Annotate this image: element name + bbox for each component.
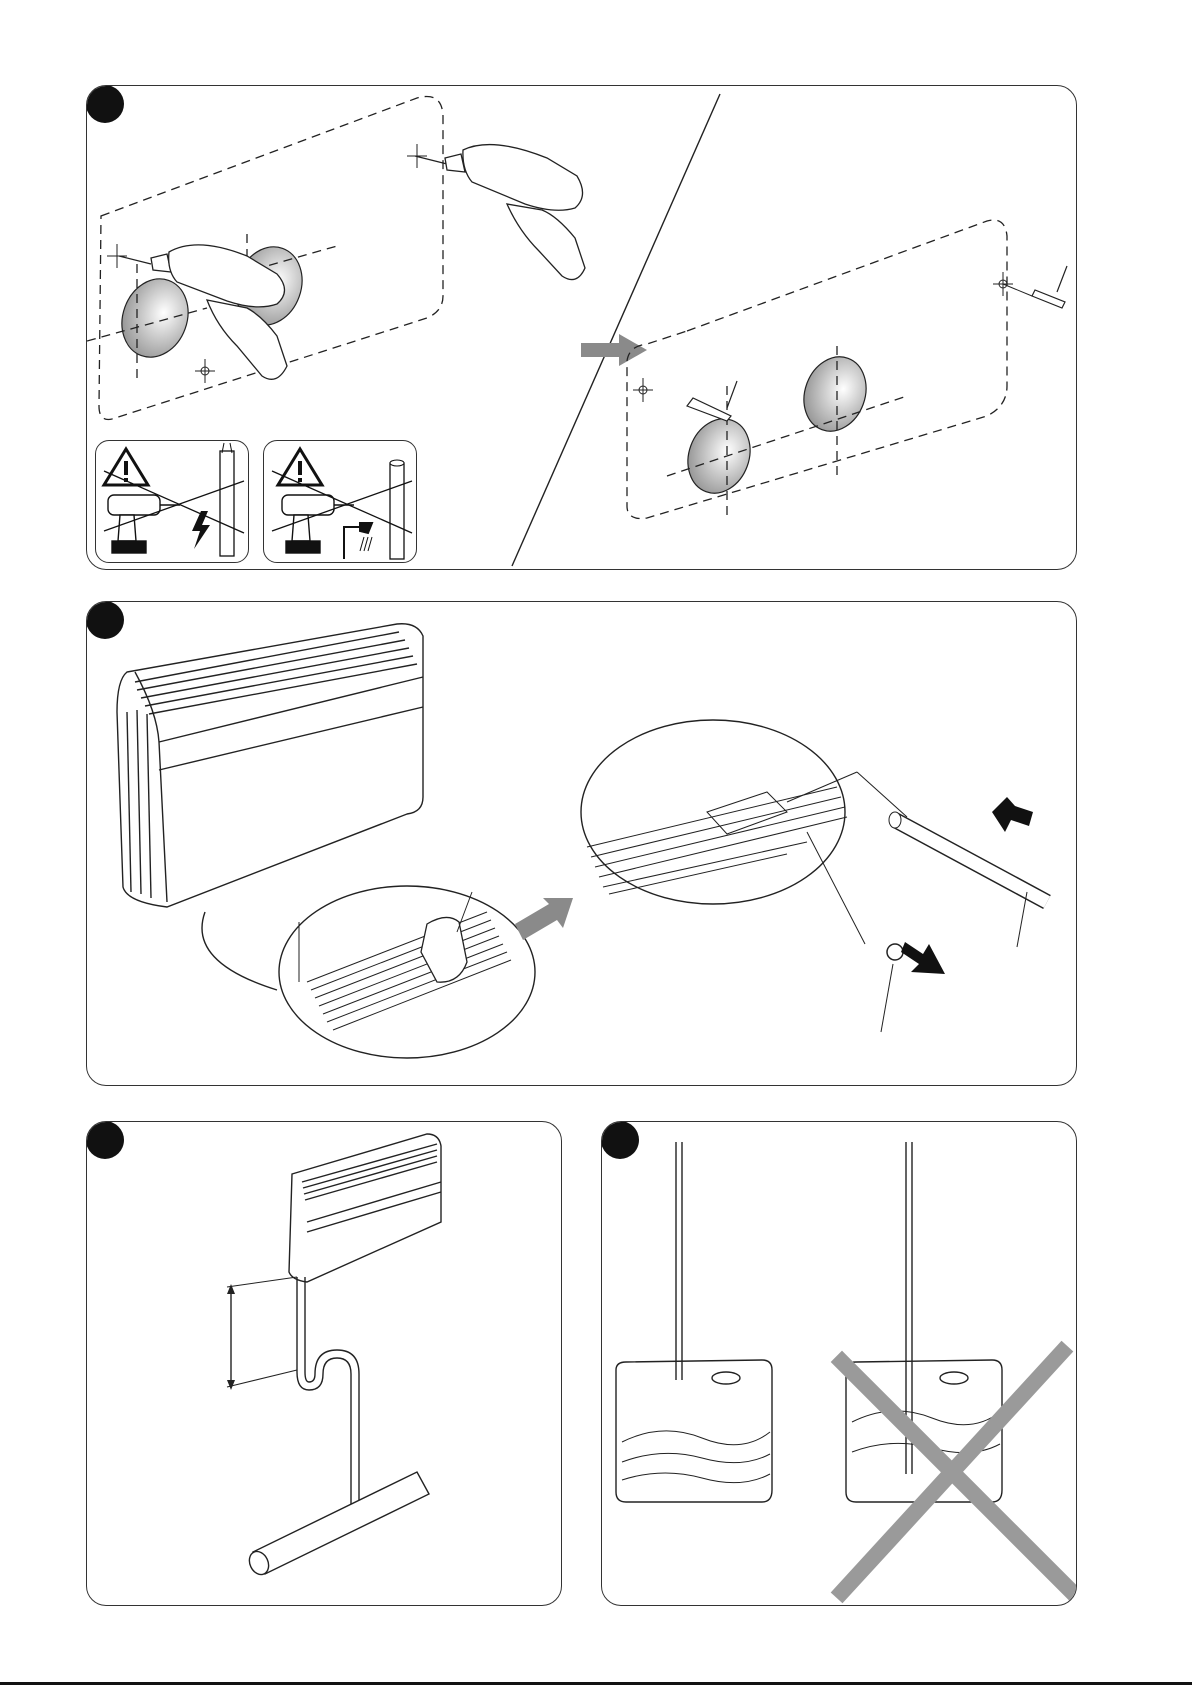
magnifier-circle [581, 720, 845, 904]
container-illustration [602, 1122, 1076, 1605]
air-conditioner-unit [289, 1134, 441, 1282]
container-correct [616, 1142, 772, 1502]
warning-triangle-icon [104, 449, 148, 485]
arrow-down-right-icon [901, 942, 945, 974]
electric-cable-icon [220, 443, 234, 556]
panel-drill-and-anchor [86, 85, 1077, 570]
warning-box-electric [95, 440, 249, 563]
drill-icon [108, 495, 180, 553]
arrow-up-left-icon [992, 797, 1033, 832]
shower-icon [344, 523, 372, 559]
arrow-right-icon [515, 898, 573, 940]
air-conditioner-unit [117, 624, 423, 907]
water-pipe-icon [390, 460, 404, 559]
panel-drain-hose-container [601, 1121, 1077, 1606]
arrow-right-icon [581, 334, 647, 366]
warning-triangle-icon [278, 449, 322, 485]
warning-box-water [263, 440, 417, 563]
panel-remove-drain-plug [86, 601, 1077, 1086]
wall-anchor-icon [687, 266, 1067, 421]
unit-illustration [87, 602, 1076, 1085]
drain-plug-icon [887, 944, 903, 960]
panel-drain-hose-trap [86, 1121, 562, 1606]
drill-icon [415, 145, 585, 280]
trap-illustration [87, 1122, 561, 1605]
drain-pipe [246, 1472, 429, 1578]
